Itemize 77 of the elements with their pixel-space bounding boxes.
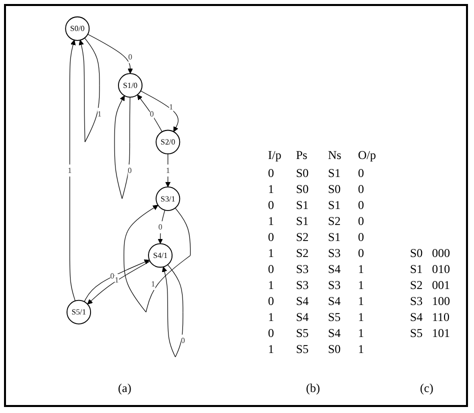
table-cell: 101 [432, 326, 450, 340]
table-cell: 1 [358, 342, 364, 356]
table-cell: 1 [358, 294, 364, 308]
column-header: Ns [328, 148, 342, 162]
table-cell: 0 [268, 294, 274, 308]
arrow [78, 38, 100, 142]
table-cell: S1 [328, 198, 341, 212]
table-cell: 0 [268, 166, 274, 180]
table-cell: 001 [432, 278, 450, 292]
table-cell: S4 [296, 310, 309, 324]
table-cell: 1 [358, 326, 364, 340]
table-cell: 0 [268, 326, 274, 340]
table-cell: 000 [432, 246, 450, 260]
table-cell: S5 [296, 326, 309, 340]
table-cell: S4 [328, 326, 341, 340]
table-cell: 1 [358, 310, 364, 324]
arrow [162, 264, 184, 358]
table-cell: S4 [328, 262, 341, 276]
table-cell: 1 [268, 182, 274, 196]
table-cell: 1 [268, 278, 274, 292]
column-header: Ps [296, 148, 308, 162]
arrow [158, 210, 166, 244]
table-cell: S3 [296, 262, 309, 276]
table-cell: S1 [328, 230, 341, 244]
table-cell: 0 [268, 262, 274, 276]
table-cell: S0 [296, 182, 309, 196]
column-header: O/p [358, 148, 376, 162]
table-cell: 010 [432, 262, 450, 276]
table-cell: S0 [410, 246, 423, 260]
table-cell: S0 [328, 182, 341, 196]
panel-caption: (b) [306, 381, 320, 395]
panel-caption: (c) [420, 381, 434, 395]
arrow [124, 204, 191, 312]
table-cell: 110 [432, 310, 450, 324]
table-cell: S0 [296, 166, 309, 180]
table-cell: 100 [432, 294, 450, 308]
table-cell: S3 [296, 278, 309, 292]
table-cell: S4 [328, 294, 341, 308]
column-header: I/p [268, 148, 282, 162]
arrow [137, 94, 162, 132]
table-cell: 1 [268, 342, 274, 356]
arrow [69, 40, 76, 302]
table-cell: 1 [358, 278, 364, 292]
table-cell: S1 [328, 166, 341, 180]
table-cell: 0 [358, 166, 364, 180]
table-cell: S2 [410, 278, 423, 292]
arrow [114, 95, 130, 200]
table-cell: S5 [328, 310, 341, 324]
table-cell: S5 [296, 342, 309, 356]
table-cell: 1 [268, 214, 274, 228]
table-cell: S2 [328, 214, 341, 228]
table-cell: 1 [268, 310, 274, 324]
table-cell: 1 [358, 262, 364, 276]
table-cell: S5 [410, 326, 423, 340]
table-cell: 0 [358, 182, 364, 196]
table-cell: S0 [328, 342, 341, 356]
table-cell: 0 [358, 214, 364, 228]
arrow [165, 154, 171, 188]
table-cell: S3 [328, 278, 341, 292]
table-cell: 0 [358, 230, 364, 244]
table-cell: S2 [296, 230, 309, 244]
table-cell: 0 [358, 198, 364, 212]
table-cell: 0 [358, 246, 364, 260]
panel-caption: (a) [118, 381, 132, 395]
arrow [140, 90, 178, 132]
table-cell: 0 [268, 198, 274, 212]
table-cell: S2 [296, 246, 309, 260]
table-cell: 1 [268, 246, 274, 260]
table-cell: S3 [410, 294, 423, 308]
table-cell: 0 [268, 230, 274, 244]
table-cell: S4 [410, 310, 423, 324]
table-cell: S4 [296, 294, 309, 308]
arrow [87, 34, 133, 74]
table-cell: S3 [328, 246, 341, 260]
table-cell: S1 [296, 214, 309, 228]
table-cell: S1 [410, 262, 423, 276]
table-cell: S1 [296, 198, 309, 212]
